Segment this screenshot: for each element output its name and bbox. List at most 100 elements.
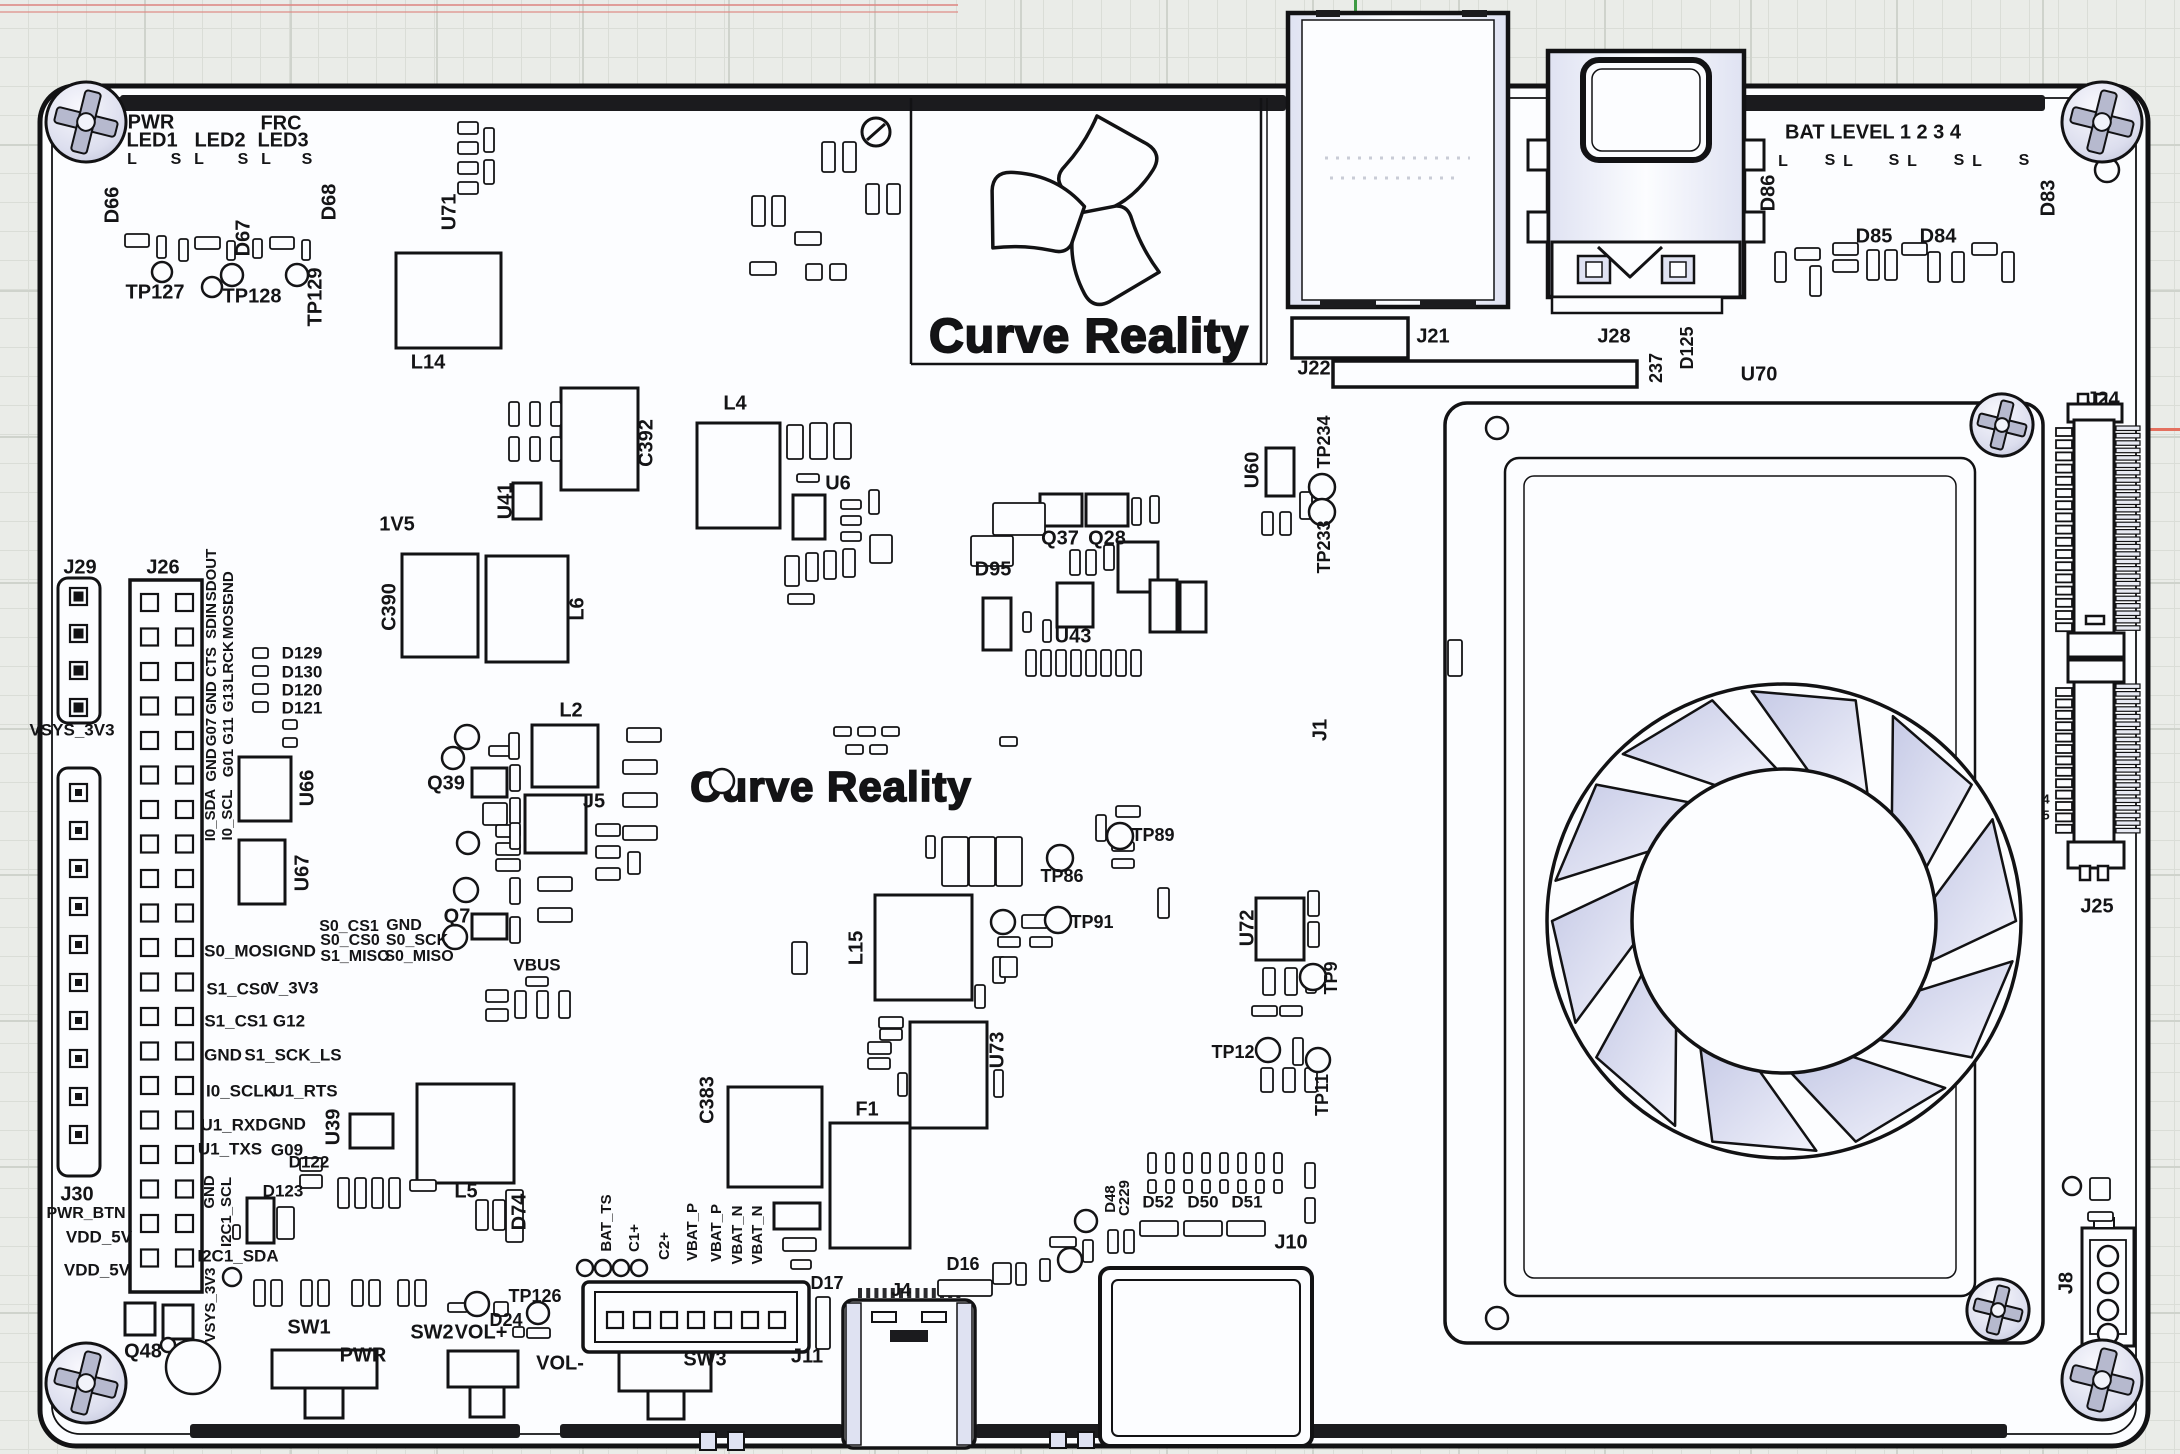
component-outline (123, 1301, 157, 1337)
connector-j25-pins (2055, 683, 2141, 834)
silkscreen-label: L6 (566, 597, 588, 620)
component-pad (299, 1174, 323, 1189)
connector-j22 (1331, 359, 1639, 389)
bottom-connector (1098, 1266, 1314, 1448)
component-pad (388, 1177, 401, 1209)
silkscreen-label: J21 (1416, 325, 1449, 347)
silkscreen-label: C2+ (656, 1232, 673, 1260)
silkscreen-label: L (194, 151, 204, 168)
silkscreen-label: J1 (1309, 719, 1331, 741)
silkscreen-label: C229 (1116, 1180, 1133, 1216)
component-pad (525, 976, 549, 987)
connector-j29 (56, 576, 102, 725)
screw-icon (1965, 1277, 2031, 1343)
component-pad (821, 141, 836, 173)
silkscreen-label: S (238, 151, 249, 168)
switch-sw3 (617, 1349, 713, 1421)
silkscreen-label: S (1825, 152, 1836, 169)
component-pad (968, 836, 996, 887)
component-pad (1774, 251, 1787, 283)
component-outline (559, 386, 640, 492)
silkscreen-label: D83 (2037, 180, 2059, 217)
curve-reality-logo-icon (990, 114, 1161, 307)
silkscreen-label: S (1889, 152, 1900, 169)
silkscreen-label: J26 (146, 556, 179, 578)
silkscreen-label: D123 (263, 1181, 304, 1200)
silkscreen-label: VSYS_3V3 (29, 720, 114, 739)
component-pad (124, 233, 150, 248)
test-point (1484, 1305, 1510, 1331)
component-pad (1029, 936, 1053, 948)
silkscreen-label: PWR (340, 1344, 387, 1366)
logo-region (909, 98, 1268, 366)
silkscreen-label: U1_RTS (272, 1081, 337, 1100)
component-pad (886, 183, 901, 215)
component-pad (1095, 814, 1107, 842)
silkscreen-label: U1_RXD (200, 1115, 267, 1134)
component-pad (1304, 1162, 1316, 1189)
silkscreen-label: PWR (128, 111, 175, 133)
silkscreen-label: L5 (454, 1180, 477, 1202)
component-pad (299, 1157, 323, 1172)
silkscreen-label: G12 (273, 1011, 305, 1030)
component-outline (415, 1082, 516, 1185)
component-pad (840, 499, 862, 510)
component-pad (550, 401, 562, 427)
switch-sw2 (446, 1349, 520, 1419)
component-pad (270, 1279, 283, 1307)
component-pad (867, 1041, 892, 1055)
test-point (2061, 1175, 2083, 1197)
component-pad (252, 701, 269, 713)
silkscreen-label: U73 (986, 1032, 1008, 1069)
component-pad (529, 401, 541, 427)
silkscreen-label: G07 (203, 718, 220, 746)
silkscreen-label: TP126 (508, 1286, 561, 1306)
silkscreen-label: SW2 (410, 1321, 453, 1343)
silkscreen-label: D50 (1187, 1192, 1218, 1211)
silkscreen-label: J25 (2080, 895, 2113, 917)
board-edge-tabs (699, 1431, 1095, 1451)
silkscreen-label: D52 (1142, 1192, 1173, 1211)
component-pad (1139, 1220, 1179, 1237)
component-pad (869, 534, 893, 564)
component-pad (397, 1279, 410, 1307)
silkscreen-label: Q28 (1088, 527, 1126, 549)
silkscreen-label: U67 (291, 855, 313, 892)
silkscreen-label: U71 (438, 194, 460, 231)
silkscreen-label: F1 (855, 1098, 878, 1120)
component-outline (873, 893, 974, 1002)
silkscreen-label: TP128 (223, 285, 282, 307)
component-pad (845, 744, 864, 755)
silkscreen-label: Q37 (1041, 527, 1079, 549)
test-point (1484, 415, 1510, 441)
connector-j24 (2066, 392, 2126, 659)
component-pad (1226, 1220, 1266, 1237)
component-pad (833, 726, 852, 737)
silkscreen-label: D48 (1102, 1185, 1119, 1213)
silkscreen-label: D122 (289, 1152, 330, 1171)
silkscreen-label: 237 (1646, 353, 1666, 383)
component-pad (840, 531, 862, 542)
component-pad (787, 593, 815, 605)
component-pad (1085, 549, 1097, 576)
component-pad (1157, 887, 1170, 919)
component-pad (252, 647, 269, 659)
silkscreen-label: G11 (220, 717, 237, 745)
component-pad (622, 792, 658, 808)
component-pad (351, 1279, 364, 1307)
silkscreen-label: TP127 (126, 281, 185, 303)
screw-icon (1969, 392, 2035, 458)
component-pad (622, 825, 658, 841)
test-point (629, 1258, 649, 1278)
silkscreen-label: L2 (559, 699, 582, 721)
component-pad (537, 876, 573, 892)
component-pad (1055, 649, 1067, 677)
silkscreen-label: Q7 (444, 905, 471, 927)
component-pad (993, 1069, 1004, 1098)
silkscreen-label: U70 (1741, 363, 1778, 385)
component-outline (470, 766, 509, 799)
component-pad (509, 877, 521, 905)
small-screw-icon (860, 116, 892, 148)
silkscreen-label: G13 (220, 684, 237, 712)
